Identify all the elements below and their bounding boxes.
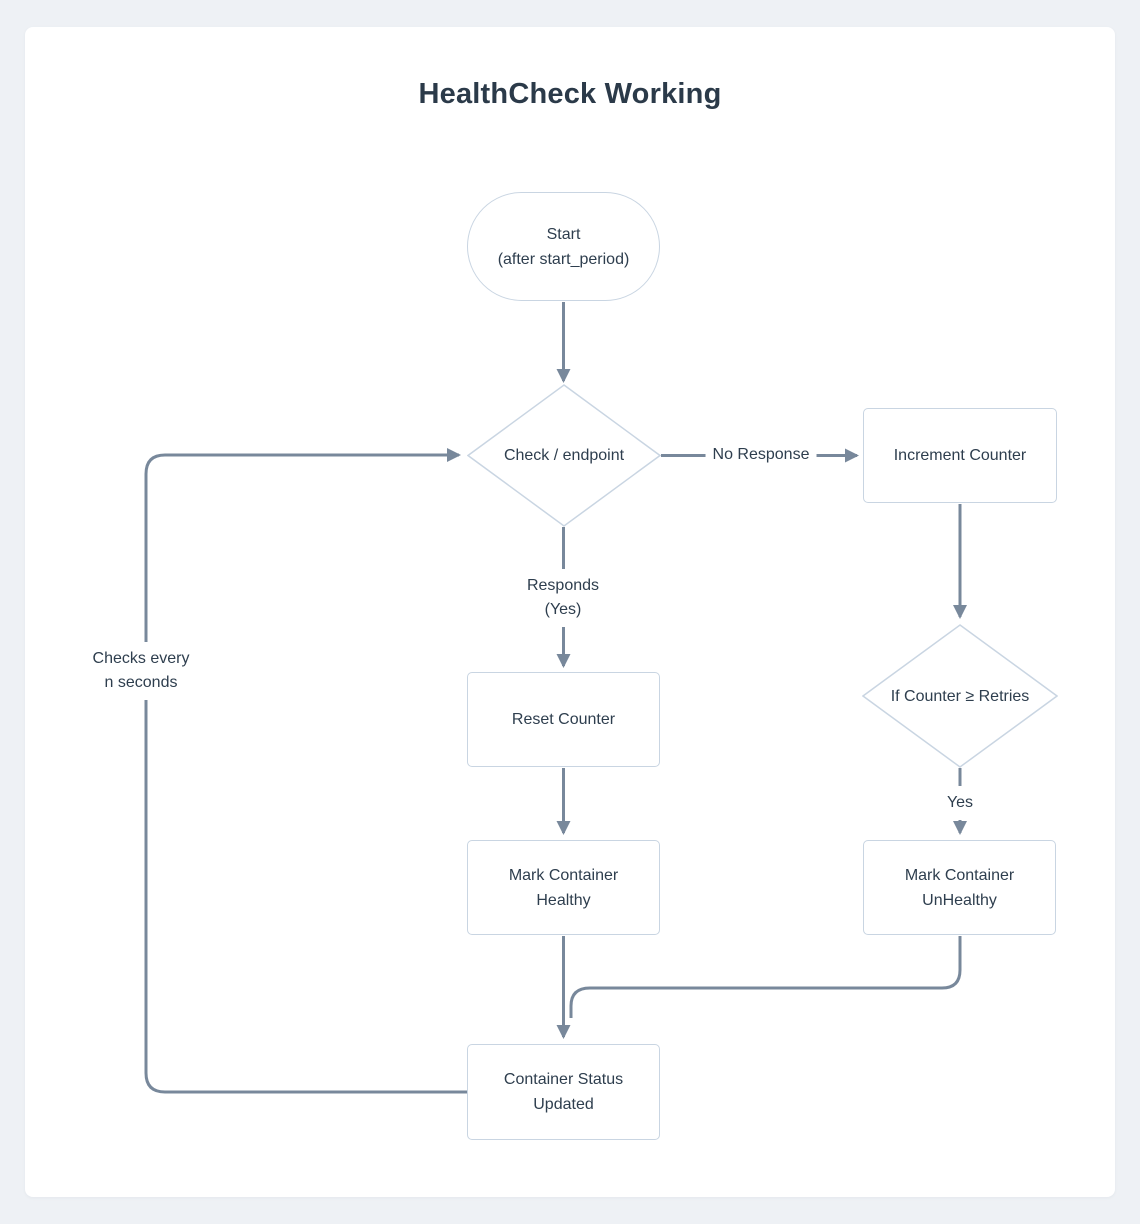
- node-start-label: Start (after start_period): [497, 225, 630, 268]
- edge-label-checks-every-n-seconds: Checks every n seconds: [85, 642, 197, 700]
- node-increment-counter-label: Increment Counter: [893, 447, 1027, 464]
- edge-label-responds-yes: Responds (Yes): [519, 569, 607, 627]
- diamond-shape: [862, 624, 1058, 768]
- node-increment-counter: Increment Counter: [863, 408, 1057, 503]
- node-check-endpoint: Check / endpoint: [467, 384, 661, 527]
- node-reset-counter-label: Reset Counter: [511, 711, 616, 728]
- node-mark-container-unhealthy-label: Mark Container UnHealthy: [904, 866, 1015, 909]
- edge-label-no-response: No Response: [705, 438, 817, 472]
- edge-label-yes: Yes: [939, 786, 981, 820]
- node-mark-container-healthy: Mark Container Healthy: [467, 840, 660, 935]
- node-start: Start (after start_period): [467, 192, 660, 301]
- node-container-status-updated: Container Status Updated: [467, 1044, 660, 1140]
- node-if-counter-retries: If Counter ≥ Retries: [862, 624, 1058, 768]
- edge-status-loop-to-check: [144, 448, 467, 1094]
- node-reset-counter: Reset Counter: [467, 672, 660, 767]
- node-if-counter-retries-label: If Counter ≥ Retries: [890, 687, 1030, 705]
- diamond-shape: [467, 384, 661, 527]
- node-mark-container-healthy-label: Mark Container Healthy: [508, 866, 619, 909]
- edge-unhealthy-merge: [569, 936, 962, 1018]
- node-mark-container-unhealthy: Mark Container UnHealthy: [863, 840, 1056, 935]
- node-container-status-updated-label: Container Status Updated: [503, 1071, 624, 1113]
- diagram-title: HealthCheck Working: [418, 78, 722, 110]
- node-check-endpoint-label: Check / endpoint: [503, 447, 625, 464]
